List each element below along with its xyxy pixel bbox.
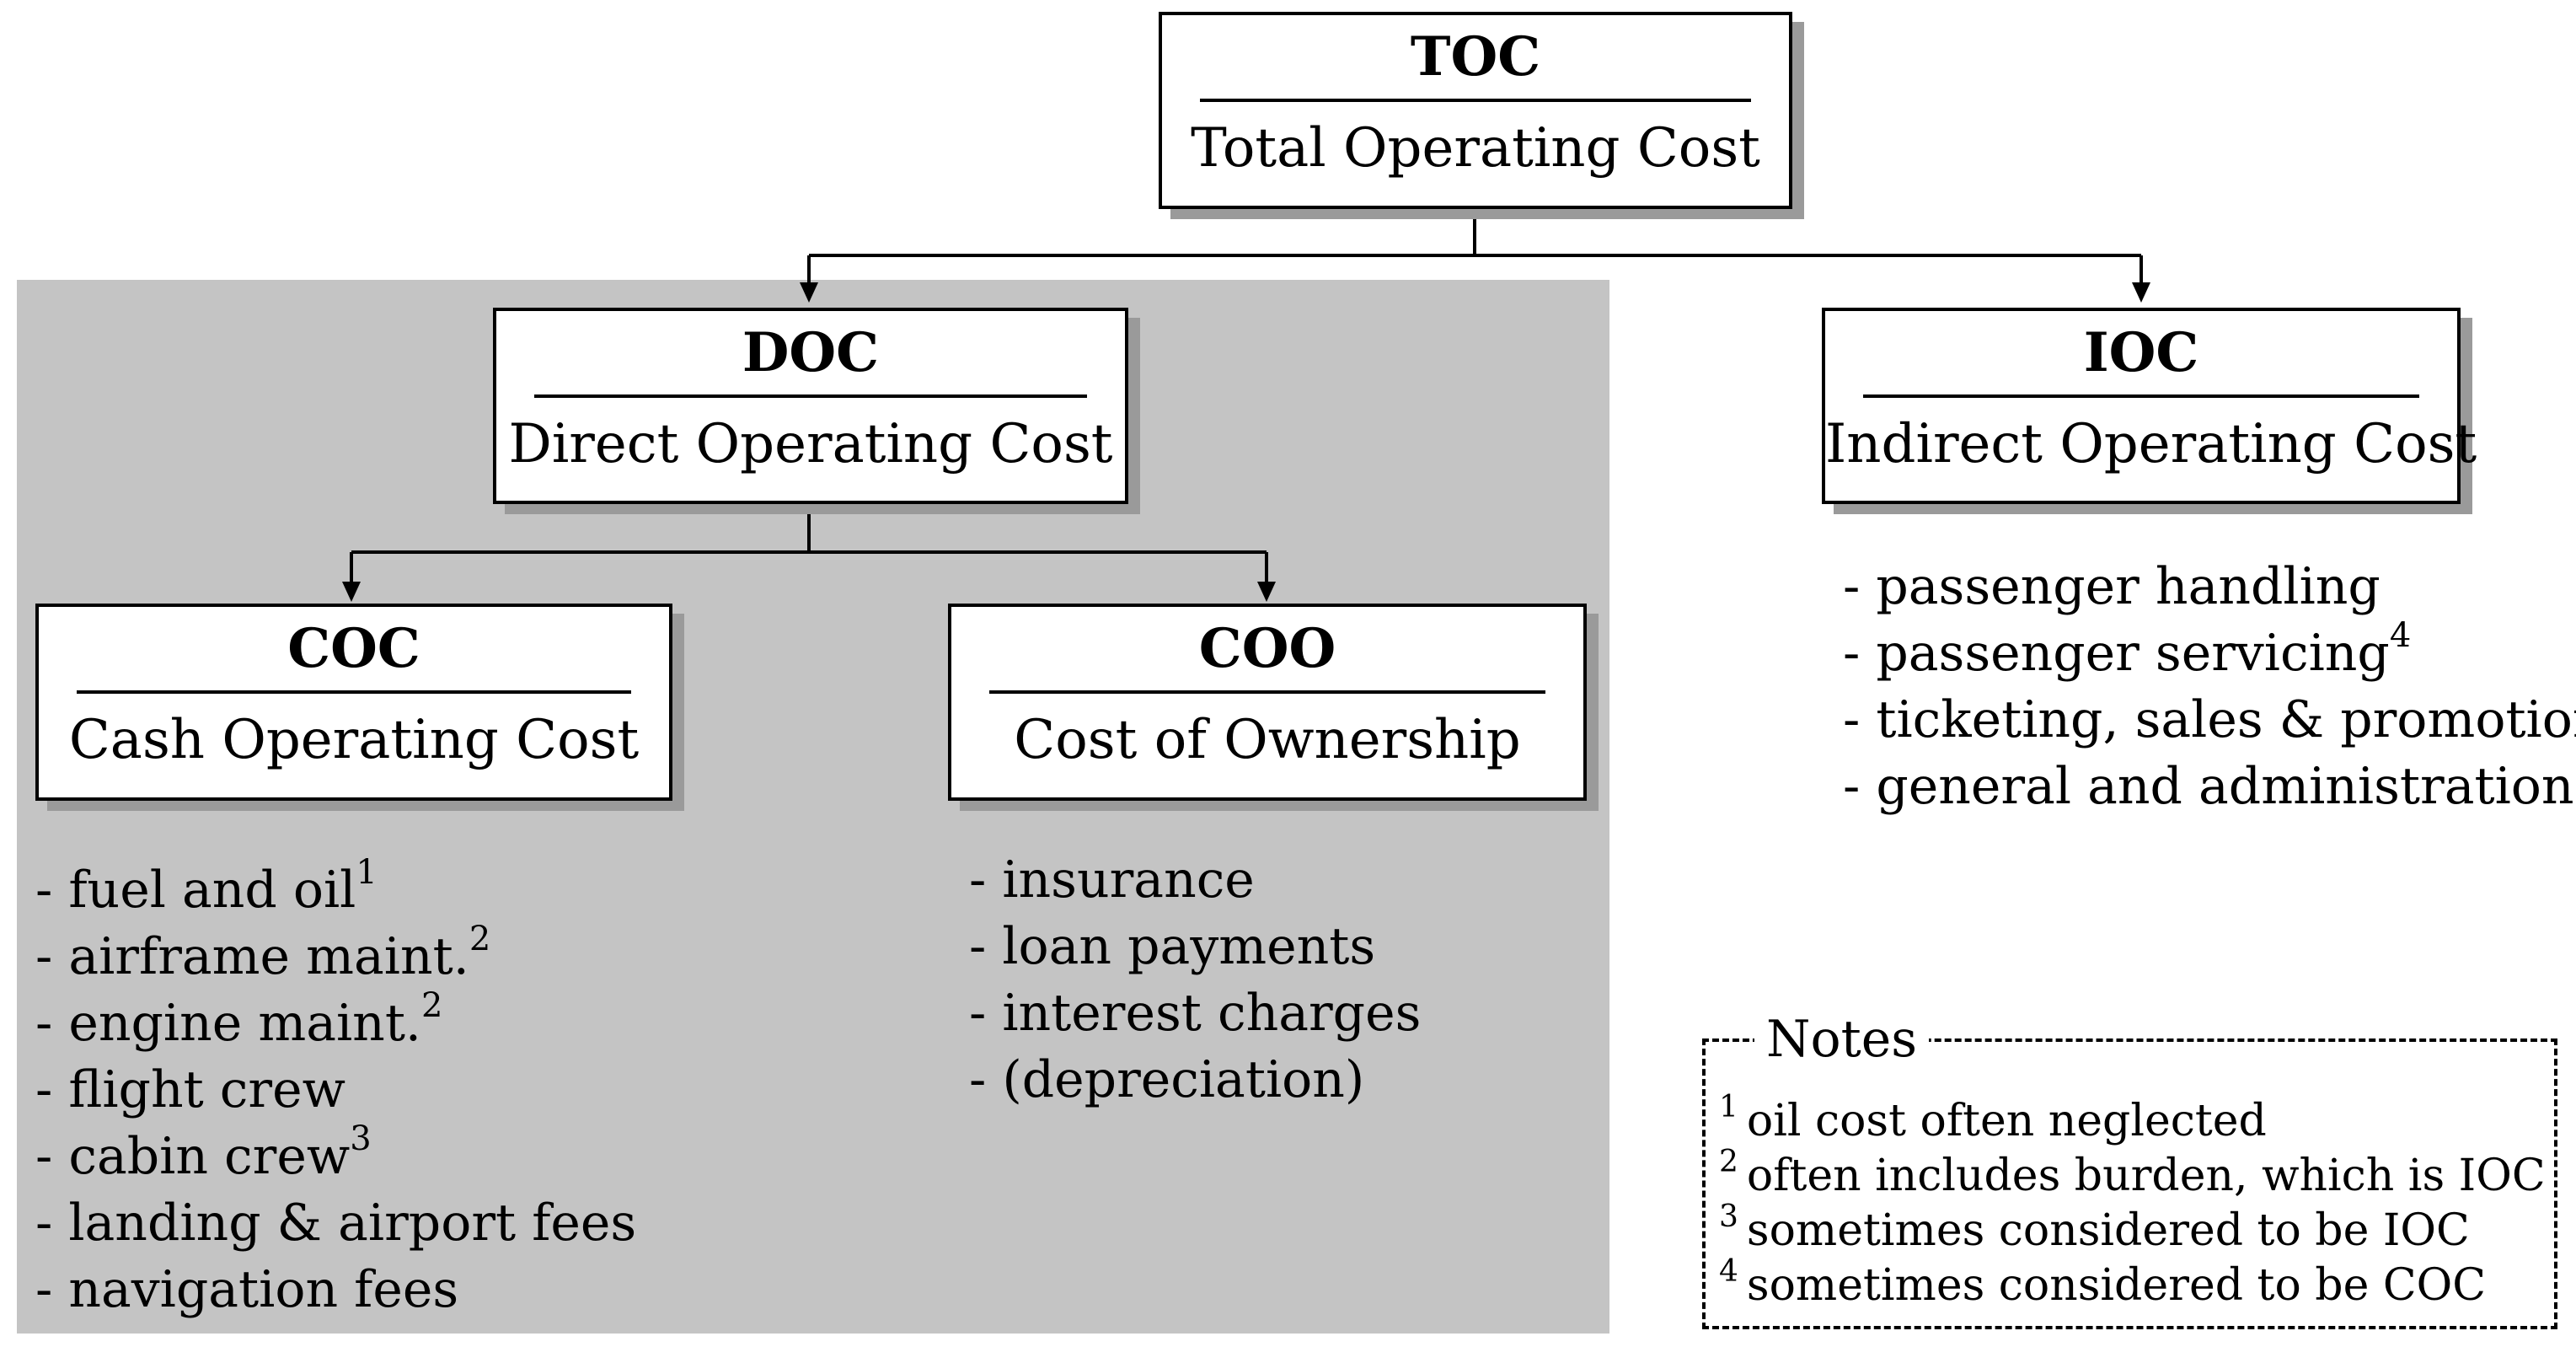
arrow-to-ioc xyxy=(2132,282,2150,303)
coc-item-list: - fuel and oil1 - airframe maint.2 - eng… xyxy=(35,853,637,1323)
doc-abbr: DOC xyxy=(742,321,880,384)
ioc-box: IOC Indirect Operating Cost xyxy=(1822,308,2477,504)
ioc-abbr: IOC xyxy=(2083,321,2199,384)
doc-connector xyxy=(350,504,1268,586)
arrow-to-doc xyxy=(800,282,818,303)
list-item: - cabin crew3 xyxy=(35,1119,372,1186)
notes-title: Notes xyxy=(1754,1009,1930,1070)
doc-box: DOC Direct Operating Cost xyxy=(493,308,1128,504)
notes-box xyxy=(1702,1038,2557,1329)
list-item: - fuel and oil1 xyxy=(35,853,378,920)
list-item: - passenger servicing4 xyxy=(1843,616,2412,683)
ioc-rule xyxy=(1863,394,2419,398)
list-item: - general and administration xyxy=(1843,757,2574,816)
list-item: - airframe maint.2 xyxy=(35,920,491,986)
list-item: - engine maint.2 xyxy=(35,986,443,1053)
list-item: - flight crew xyxy=(35,1060,345,1119)
ioc-full: Indirect Operating Cost xyxy=(1825,413,2477,475)
coo-rule xyxy=(989,690,1545,694)
toc-abbr: TOC xyxy=(1410,25,1541,89)
toc-box: TOC Total Operating Cost xyxy=(1159,12,1792,209)
arrow-to-coc xyxy=(342,582,361,602)
coo-abbr: COO xyxy=(1198,617,1336,680)
doc-rule xyxy=(534,394,1087,398)
list-item: - interest charges xyxy=(969,984,1422,1043)
coc-abbr: COC xyxy=(287,617,420,680)
toc-full: Total Operating Cost xyxy=(1191,117,1760,180)
coo-full: Cost of Ownership xyxy=(1014,709,1521,771)
arrow-to-coo xyxy=(1257,582,1276,602)
list-item: - loan payments xyxy=(969,917,1376,976)
ioc-item-list: - passenger handling - passenger servici… xyxy=(1843,554,2576,820)
doc-full: Direct Operating Cost xyxy=(508,413,1113,475)
list-item: - insurance xyxy=(969,851,1255,910)
toc-rule xyxy=(1200,99,1751,102)
list-item: - ticketing, sales & promotion xyxy=(1843,690,2576,749)
coc-rule xyxy=(77,690,631,694)
coc-box: COC Cash Operating Cost xyxy=(35,604,672,801)
coo-item-list: - insurance - loan payments - interest c… xyxy=(969,847,1421,1114)
list-item: - (depreciation) xyxy=(969,1050,1365,1109)
toc-connector xyxy=(807,209,2143,287)
list-item: - landing & airport fees xyxy=(35,1194,637,1253)
list-item: - navigation fees xyxy=(35,1260,459,1319)
list-item: - passenger handling xyxy=(1843,557,2381,616)
coc-full: Cash Operating Cost xyxy=(68,709,640,771)
coo-box: COO Cost of Ownership xyxy=(948,604,1587,801)
